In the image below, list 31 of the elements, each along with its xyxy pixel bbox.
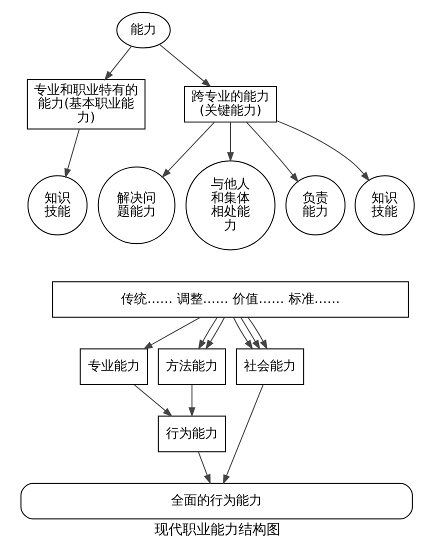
arrow: [247, 317, 268, 350]
caption: 现代职业能力结构图: [154, 522, 280, 538]
node-box: 专业能力: [79, 348, 148, 385]
arrow: [104, 46, 132, 81]
arrow: [188, 384, 195, 418]
node-box: 全面的行为能力: [20, 482, 412, 520]
arrow: [232, 317, 253, 350]
arrow: [158, 44, 211, 88]
node-box: 方法能力: [157, 348, 226, 385]
arrow: [275, 120, 370, 182]
node-box: 传统…… 调整…… 价值…… 标准……: [52, 281, 408, 318]
arrow: [161, 122, 215, 178]
node-circle: 知识技能: [354, 175, 414, 236]
node-box: 社会能力: [235, 348, 304, 385]
node-circle: 知识技能: [26, 175, 88, 236]
node-circle: 负责能力: [284, 175, 346, 236]
arrow: [226, 122, 234, 162]
node-circle: 与他人和集体相处能力: [185, 160, 275, 250]
arrow: [133, 384, 172, 417]
node-box: 行为能力: [157, 416, 226, 452]
arrow: [64, 128, 80, 178]
node-ellipse: 能力: [116, 12, 170, 48]
node-box: 跨专业的能力(关键能力): [184, 86, 276, 123]
arrow: [197, 452, 210, 484]
arrow: [240, 317, 260, 350]
arrow: [142, 316, 200, 350]
arrow: [246, 122, 298, 183]
node-box: 专业和职业特有的能力(基本职业能力): [26, 79, 145, 130]
arrow: [204, 317, 224, 350]
arrow: [222, 384, 264, 485]
arrow: [198, 317, 218, 350]
